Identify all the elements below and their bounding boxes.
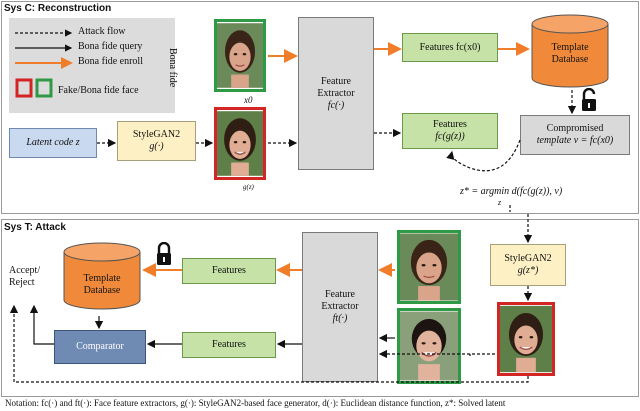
comparator-label: Comparator	[76, 341, 124, 352]
db-label-syst: Template Database	[62, 273, 142, 297]
db-line2-syst: Database	[83, 285, 121, 296]
extractor-func-sysc: fc(·)	[327, 99, 345, 111]
comparator-box: Comparator	[54, 330, 146, 364]
argmin-formula: z* = argmin d(fc(g(z)), v)	[460, 186, 563, 197]
feature-extractor-sysc: Feature Extractor fc(·)	[298, 17, 374, 170]
lock-closed-icon	[157, 242, 171, 265]
legend-attack-label: Attack flow	[78, 26, 126, 37]
features-top-label-sysc: Features fc(x0)	[419, 41, 481, 53]
compromised-line1: Compromised	[546, 123, 604, 134]
features-top-sysc: Features fc(x0)	[402, 33, 498, 62]
accept-line: Accept/	[9, 265, 41, 276]
legend-arrows	[15, 29, 73, 98]
gz-label: g(z)	[243, 183, 254, 191]
db-line1-syst: Template	[83, 273, 121, 284]
compromised-template-box: Compromised template v = fc(x0)	[520, 115, 630, 155]
generated-face-syst	[497, 302, 555, 376]
db-line1-sysc: Template	[551, 42, 589, 53]
extractor-line1-syst: Feature	[325, 289, 355, 300]
syst-arrows	[9, 214, 533, 383]
reject-line: Reject	[9, 277, 35, 288]
stylegan-box-syst: StyleGAN2 g(z*)	[490, 244, 566, 286]
bona-fide-face-syst-bottom	[397, 308, 461, 384]
template-db-syst	[63, 242, 141, 310]
bona-fide-face-sysc	[214, 19, 266, 92]
legend-red-square	[15, 78, 33, 98]
stylegan-label-sysc: StyleGAN2	[132, 129, 181, 140]
legend-green-square	[35, 78, 53, 98]
legend-enroll-label: Bona fide enroll	[78, 56, 143, 67]
features-top-label-syst: Features	[212, 265, 246, 276]
legend-face-label: Fake/Bona fide face	[58, 85, 139, 96]
extractor-line2-sysc: Extractor	[317, 87, 355, 99]
bona-fide-face-syst-top	[397, 230, 461, 304]
legend-query-label: Bona fide query	[78, 41, 143, 52]
lock-open-icon	[582, 88, 596, 111]
latent-code-box: Latent code z	[9, 128, 97, 158]
db-label-sysc: Template Database	[530, 42, 610, 66]
stylegan-func-syst: g(z*)	[517, 265, 539, 276]
sysc-arrows	[97, 42, 577, 212]
sys-c-title: Sys C: Reconstruction	[4, 3, 112, 14]
stylegan-func-sysc: g(·)	[149, 141, 164, 152]
compromised-line2: template v = fc(x0)	[536, 135, 614, 146]
latent-code-label: Latent code z	[26, 137, 80, 148]
extractor-line1-sysc: Feature	[321, 75, 351, 87]
features-mid-line1-sysc: Features	[433, 119, 467, 130]
caption: Notation: fc(·) and ft(·): Face feature …	[5, 398, 506, 408]
generated-face-sysc	[214, 107, 266, 180]
stylegan-box-sysc: StyleGAN2 g(·)	[117, 121, 196, 161]
template-db-sysc	[531, 14, 609, 88]
features-bottom-syst: Features	[182, 332, 276, 358]
features-top-syst: Features	[182, 258, 276, 284]
sys-t-title: Sys T: Attack	[4, 222, 66, 233]
features-mid-line2-sysc: fc(g(z))	[435, 131, 465, 142]
db-line2-sysc: Database	[551, 54, 589, 65]
accept-reject-label: Accept/ Reject	[9, 265, 40, 289]
x0-label: x0	[244, 95, 253, 105]
features-bottom-label-syst: Features	[212, 339, 246, 350]
stylegan-label-syst: StyleGAN2	[504, 253, 552, 264]
extractor-func-syst: ft(·)	[332, 313, 348, 324]
feature-extractor-syst: Feature Extractor ft(·)	[302, 232, 378, 382]
features-mid-sysc: Features fc(g(z))	[402, 113, 498, 149]
argmin-sub: z	[498, 198, 502, 207]
extractor-line2-syst: Extractor	[321, 301, 359, 312]
